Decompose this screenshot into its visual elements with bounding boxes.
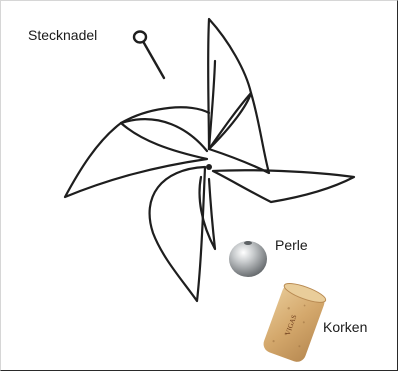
pinwheel-center-hole bbox=[206, 164, 212, 170]
pinwheel-blade-lower-left bbox=[150, 167, 205, 301]
label-pin: Stecknadel bbox=[28, 27, 97, 43]
pinwheel-blade-top-inner bbox=[209, 61, 215, 149]
pin-head bbox=[134, 32, 146, 43]
bead-drawing bbox=[229, 241, 267, 277]
pinwheel-blade-left bbox=[65, 123, 207, 197]
cork-drawing: VIGAS bbox=[261, 280, 328, 365]
pin-shaft bbox=[144, 43, 164, 78]
pinwheel-sketch bbox=[65, 19, 354, 301]
pinwheel-blade-lower-right bbox=[213, 170, 354, 202]
label-bead: Perle bbox=[275, 237, 308, 253]
label-cork: Korken bbox=[323, 319, 367, 335]
pinwheel-blade-right bbox=[209, 93, 269, 173]
pin-drawing bbox=[134, 32, 164, 79]
